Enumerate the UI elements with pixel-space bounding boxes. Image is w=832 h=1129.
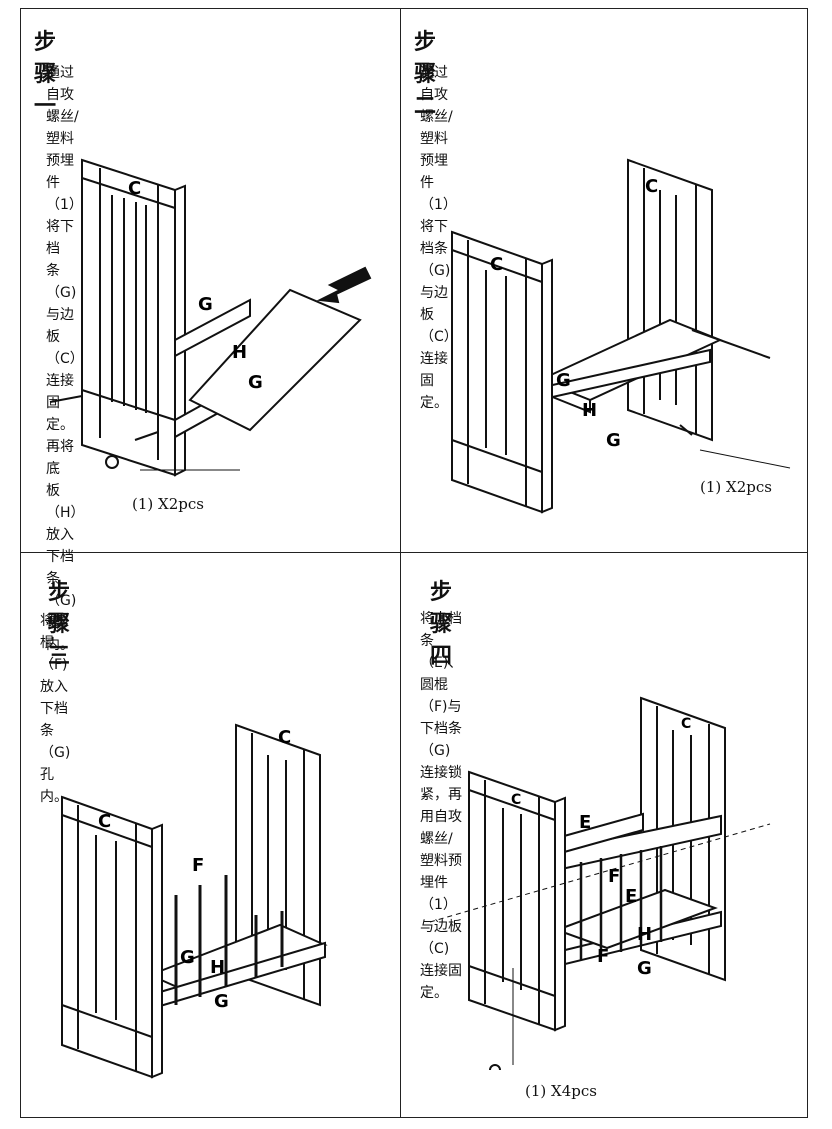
step-4-illustration: C C E F E H F G	[429, 696, 771, 1070]
step-4-caption: (1) X4pcs	[525, 1082, 597, 1100]
step-4-label-h: H	[637, 924, 652, 945]
step-1-title: 步骤一	[34, 30, 58, 119]
step-1-text: 通过自攻螺丝/塑料预埋件（1）将下档 条（G)与边板（C） 连接固定。再将底 板…	[46, 65, 85, 653]
step-1-label-g1: G	[198, 294, 213, 315]
step-2-title: 步骤二	[414, 30, 438, 119]
step-3-label-c1: C	[278, 727, 291, 748]
vertical-divider	[400, 8, 401, 1118]
step-4-label-e: E	[579, 812, 591, 833]
step-4-label-c1: C	[511, 792, 521, 808]
step-1-illustration: C G H G	[49, 158, 372, 477]
step-4-title: 步骤四	[430, 580, 454, 669]
step-2-label-g2: G	[606, 430, 621, 451]
step-1-label-g2: G	[248, 372, 263, 393]
step-3-label-h: H	[210, 957, 225, 978]
step-3-illustration: C C F G H G	[61, 723, 328, 1079]
step-3-label-c2: C	[98, 811, 111, 832]
page-frame	[20, 8, 808, 1118]
step-2-text: 通过自攻螺丝/塑料预埋件（1）将下 档条（G)与边板（C） 连接固定。	[420, 65, 458, 411]
step-4-label-c2: C	[681, 716, 691, 732]
step-4-label-g: G	[637, 958, 652, 979]
step-4-text: 将上档条（E)、圆棍（F)与下档条（G)连接锁 紧，再用自攻螺丝/塑料预埋件（1…	[420, 611, 463, 1001]
step-3-text: 将圆棍（F)放入下档条（G)孔内。	[40, 613, 71, 805]
step-3-label-g2: G	[214, 991, 229, 1012]
step-4-label-e2: E	[625, 886, 637, 907]
step-4-label-f1: F	[608, 866, 620, 887]
step-2-label-c1: C	[645, 176, 658, 197]
step-1-caption: (1) X2pcs	[132, 495, 204, 513]
step-2-label-g1: G	[556, 370, 571, 391]
step-2-label-c2: C	[490, 254, 503, 275]
step-4-label-f2: F	[597, 946, 609, 967]
step-2-label-h: H	[582, 400, 597, 421]
step-1-label-h: H	[232, 342, 247, 363]
step-1-label-c: C	[128, 178, 141, 199]
step-3-label-g: G	[180, 947, 195, 968]
step-2-illustration: C C G H G	[451, 158, 791, 514]
step-3-title: 步骤三	[48, 580, 72, 669]
step-2-caption: (1) X2pcs	[700, 478, 772, 496]
horizontal-divider	[20, 552, 808, 553]
step-3-label-f: F	[192, 855, 204, 876]
